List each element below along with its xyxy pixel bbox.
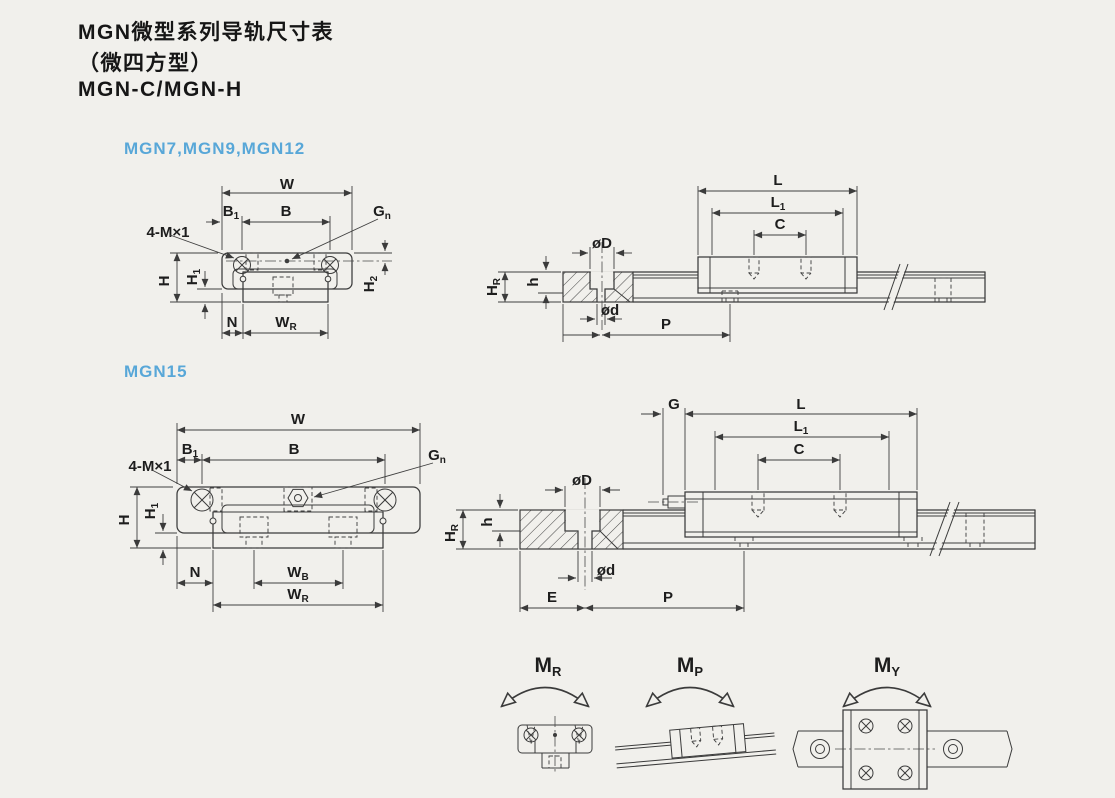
- dim-b: B: [281, 203, 292, 220]
- dim-wr: WR: [275, 314, 297, 333]
- rail-hole-dashed: [721, 277, 952, 302]
- mounting-screw-icon: [190, 487, 397, 512]
- grease-nipple: [283, 486, 313, 512]
- rail-section: [209, 511, 387, 549]
- moment-my-label: MY: [874, 654, 901, 679]
- dim-hr: HR: [484, 277, 503, 296]
- moment-diagrams: MR: [502, 654, 1013, 790]
- side-view-mgn15: G L L1 C øD ød E P: [442, 396, 1036, 612]
- dim-wr: WR: [287, 586, 309, 605]
- dim-wb: WB: [287, 564, 308, 583]
- moment-mr-label: MR: [535, 654, 563, 679]
- rail-section: [239, 271, 332, 303]
- section-label-mgn7-9-12: MGN7,MGN9,MGN12: [124, 139, 306, 158]
- rail-hole-dashed: [734, 513, 985, 549]
- dim-dia-d: ød: [601, 302, 619, 319]
- dim-h-side: h: [479, 517, 496, 526]
- roll-arrow-icon: [502, 686, 588, 707]
- side-view-mgn7-9-12: C L1 L øD ød P HR: [484, 172, 986, 342]
- dim-screw-spec: 4-M×1: [129, 458, 172, 475]
- mini-front-view: [517, 716, 593, 772]
- dim-dia-d: ød: [597, 562, 615, 579]
- dim-n: N: [227, 314, 238, 331]
- dim-h: H: [156, 276, 173, 287]
- moment-my: MY: [792, 654, 1013, 790]
- dim-b: B: [289, 441, 300, 458]
- page-title-line2: （微四方型）: [78, 52, 213, 75]
- pitch-arrow-icon: [647, 686, 733, 707]
- moment-mp-label: MP: [677, 654, 704, 679]
- dim-h: H: [116, 515, 133, 526]
- carriage-side: [697, 256, 858, 294]
- front-view-mgn7-9-12: W B1 B Gn 4-M×1 H H1: [147, 176, 392, 339]
- dim-l1: L1: [794, 418, 809, 437]
- front-view-mgn15: W B1 B Gn 4-M×1 H H1: [116, 411, 446, 612]
- moment-mp: MP: [614, 654, 777, 769]
- section-label-mgn15: MGN15: [124, 362, 188, 381]
- mini-side-view: [614, 723, 777, 769]
- dim-screw-spec: 4-M×1: [147, 224, 190, 241]
- dim-g: G: [668, 396, 680, 413]
- dim-h1: H1: [184, 268, 203, 285]
- dim-w: W: [280, 176, 295, 193]
- carriage-outline: [221, 252, 353, 290]
- dim-gn: Gn: [373, 203, 391, 222]
- dim-l1: L1: [771, 194, 786, 213]
- dim-b1: B1: [223, 203, 240, 222]
- dim-hr: HR: [442, 523, 461, 542]
- dim-n: N: [190, 564, 201, 581]
- dim-c: C: [794, 441, 805, 458]
- dim-h1: H1: [142, 502, 161, 519]
- dim-h-side: h: [525, 277, 542, 286]
- grease-nipple: [648, 495, 700, 509]
- dim-dia-D: øD: [572, 472, 592, 489]
- dim-e: E: [547, 589, 557, 606]
- dim-c: C: [775, 216, 786, 233]
- dim-gn: Gn: [428, 447, 446, 466]
- mounting-screw-icon: [233, 252, 339, 274]
- dim-p: P: [661, 316, 671, 333]
- dim-b1: B1: [182, 441, 199, 460]
- dim-l: L: [796, 396, 805, 413]
- rail-side: [632, 271, 986, 303]
- dim-w: W: [291, 411, 306, 428]
- dim-l: L: [773, 172, 782, 189]
- yaw-arrow-icon: [844, 686, 930, 707]
- dim-dia-D: øD: [592, 235, 612, 252]
- dim-p: P: [663, 589, 673, 606]
- carriage-side: [684, 491, 918, 538]
- moment-mr: MR: [502, 654, 593, 772]
- mini-top-view: [792, 709, 1013, 790]
- page-title-line3: MGN-C/MGN-H: [78, 78, 243, 101]
- dim-h2: H2: [361, 275, 380, 292]
- page-title-line1: MGN微型系列导轨尺寸表: [78, 21, 334, 44]
